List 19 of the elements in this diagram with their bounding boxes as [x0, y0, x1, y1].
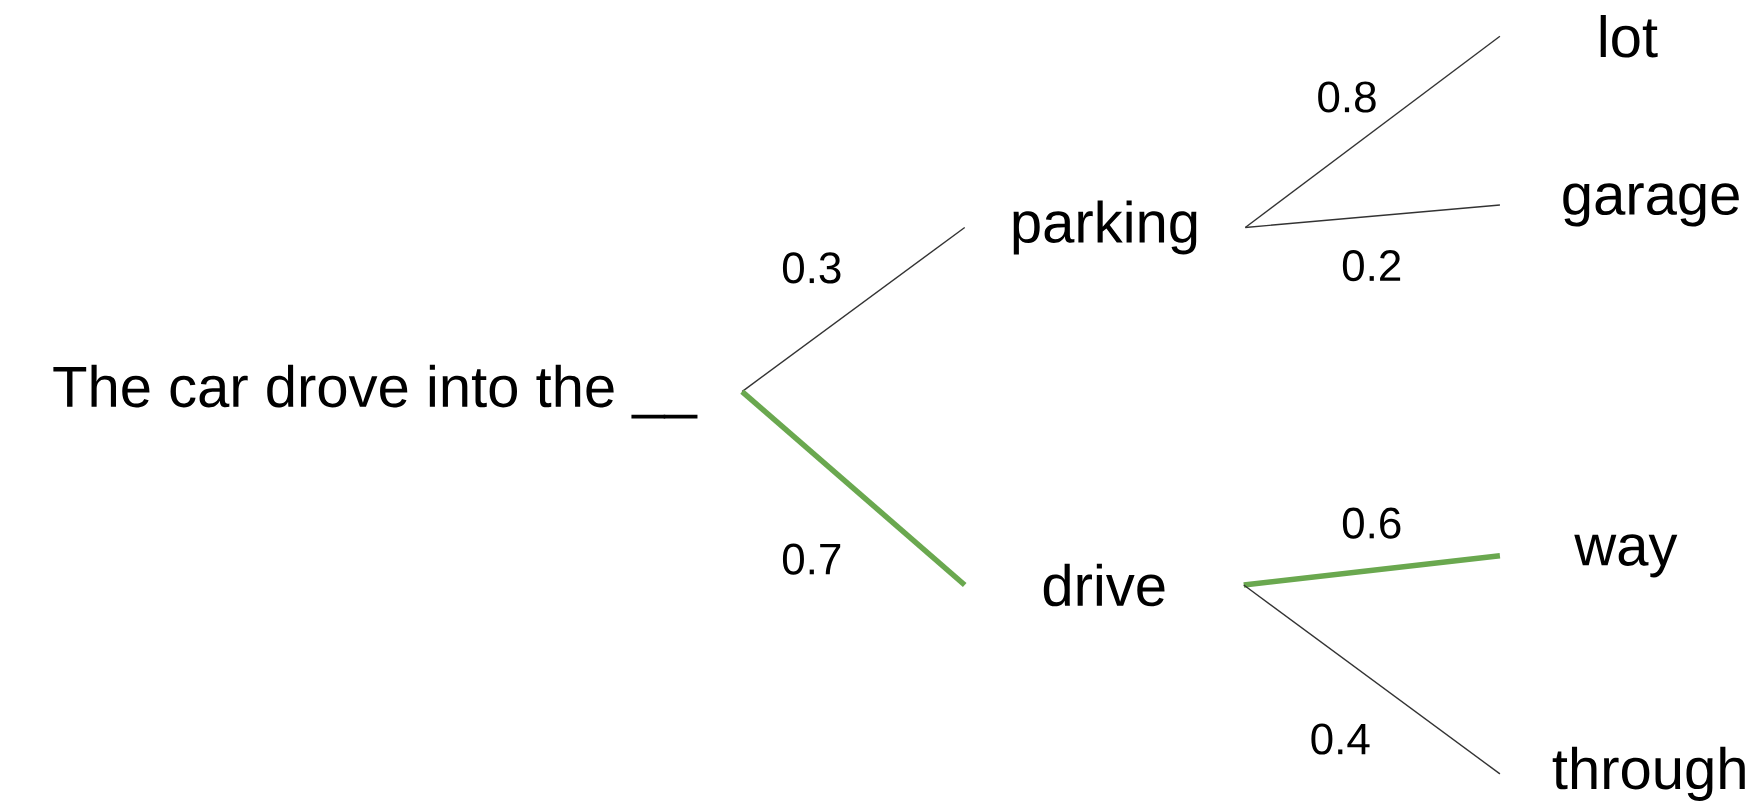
- probability-label: 0.7: [779, 541, 845, 577]
- tree-branch: [740, 389, 967, 588]
- tree-branch: [1243, 553, 1501, 588]
- probability-label: 0.3: [779, 250, 845, 286]
- word-text: way: [1574, 534, 1678, 578]
- tree-branch: [1243, 584, 1501, 775]
- sentence-text: The car drove into the __: [53, 364, 698, 419]
- word-text: drive: [1043, 563, 1165, 607]
- probability-label: 0.4: [1307, 721, 1373, 757]
- probability-label: 0.6: [1339, 505, 1405, 541]
- probability-label: 0.2: [1339, 248, 1405, 284]
- word-text: lot: [1600, 15, 1658, 58]
- tree-branch: [741, 226, 966, 393]
- word-text: garage: [1563, 183, 1739, 227]
- word-text: through: [1552, 746, 1745, 801]
- probability-label: 0.8: [1314, 79, 1380, 115]
- word-text: parking: [1013, 200, 1197, 255]
- tree-branch: [1244, 35, 1501, 229]
- tree-branch: [1244, 204, 1501, 229]
